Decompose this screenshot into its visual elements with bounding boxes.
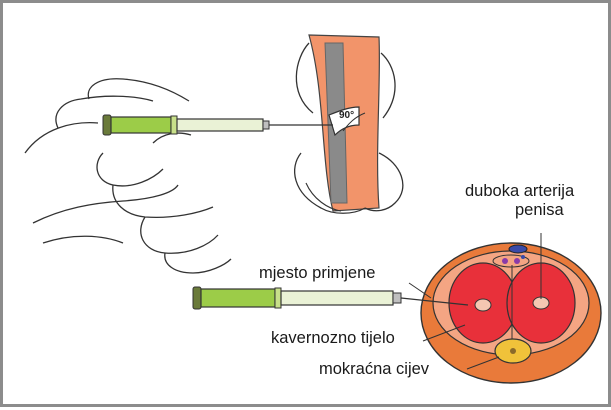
- urethra-label: mokraćna cijev: [319, 361, 429, 378]
- angle-label: 90°: [339, 111, 354, 121]
- cross-section-illustration: [421, 243, 601, 383]
- hand-illustration: [25, 79, 231, 273]
- corpus-label: kavernozno tijelo: [271, 330, 395, 347]
- artery-label-line1: duboka arterija: [465, 183, 574, 200]
- artery-label-line2: penisa: [515, 202, 564, 219]
- penis-shaft-illustration: [295, 35, 403, 213]
- syringe-icon: [103, 115, 333, 135]
- injection-site-label: mjesto primjene: [259, 265, 375, 282]
